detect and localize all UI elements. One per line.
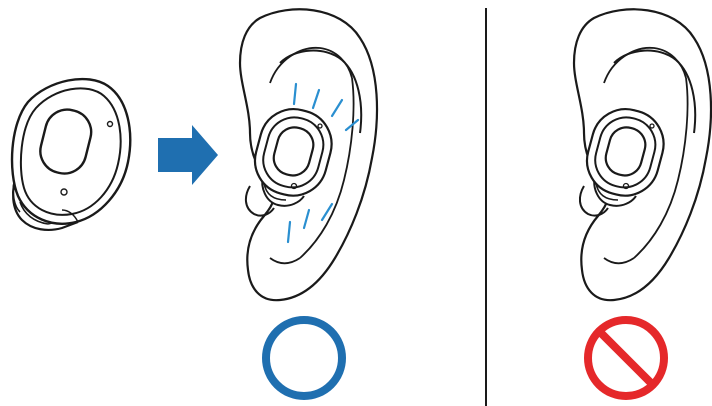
sound-waves-icon (286, 82, 360, 244)
earbud-standalone (10, 77, 132, 231)
circle-ok-icon (262, 316, 346, 400)
prohibited-icon (584, 316, 668, 400)
arrow-right-icon (158, 125, 218, 185)
